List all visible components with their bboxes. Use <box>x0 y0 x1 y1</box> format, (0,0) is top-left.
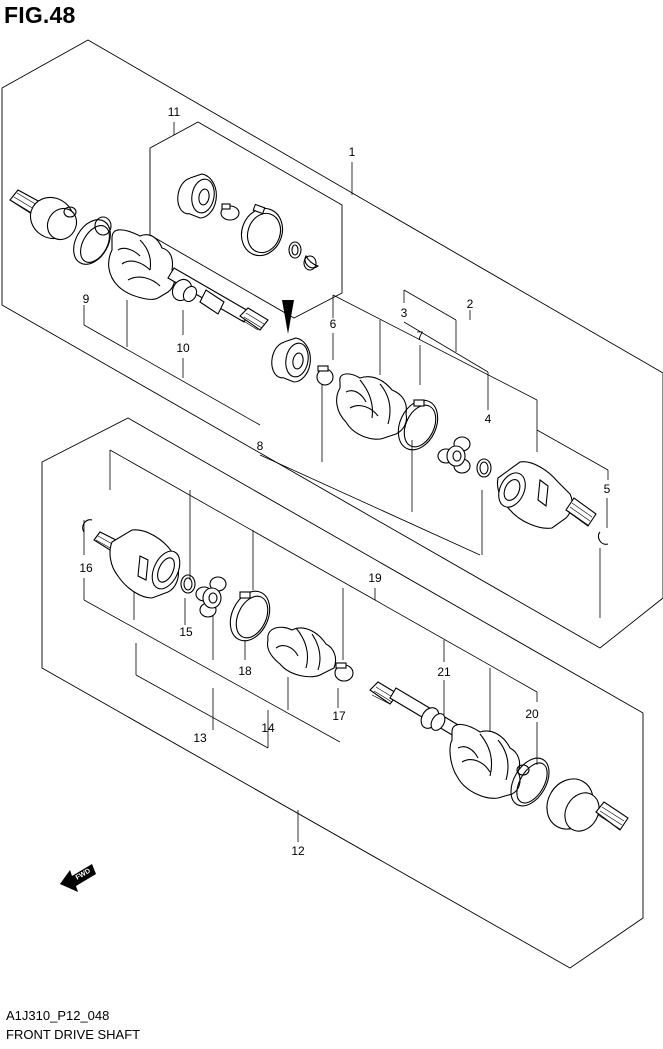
upper-assembly-frame <box>1 39 663 649</box>
figure-caption: FRONT DRIVE SHAFT <box>6 1027 141 1042</box>
callout-20: 20 <box>525 707 539 721</box>
drawing-code: A1J310_P12_048 <box>6 1008 110 1023</box>
kit-parts-11 <box>177 173 320 271</box>
lower-drive-shaft <box>369 681 629 832</box>
callout-3: 3 <box>401 306 408 320</box>
callout-1: 1 <box>349 145 356 159</box>
callout-7: 7 <box>417 329 424 343</box>
callout-6: 6 <box>330 317 337 331</box>
callout-12: 12 <box>291 844 305 858</box>
callout-9: 9 <box>83 292 90 306</box>
callout-8: 8 <box>257 439 264 453</box>
leader-lines <box>83 122 609 842</box>
callout-5: 5 <box>604 482 611 496</box>
callout-11: 11 <box>168 105 181 119</box>
callout-2: 2 <box>467 297 474 311</box>
lower-inner-joint-parts <box>82 519 354 682</box>
center-bearing <box>271 337 311 383</box>
callout-18: 18 <box>238 664 252 678</box>
upper-inner-joint-parts <box>316 365 609 545</box>
callout-10: 10 <box>176 341 190 355</box>
upper-drive-shaft <box>9 189 269 331</box>
figure-title: FIG.48 <box>4 2 76 28</box>
callout-16: 16 <box>79 561 93 575</box>
callout-13: 13 <box>193 731 207 745</box>
fwd-arrow-icon: FWD <box>60 864 96 892</box>
kit-arrow-icon <box>282 300 294 334</box>
callout-4: 4 <box>485 412 492 426</box>
callout-21: 21 <box>437 665 451 679</box>
callout-14: 14 <box>261 721 275 735</box>
lower-assembly-frame <box>41 417 644 969</box>
callout-19: 19 <box>368 571 382 585</box>
callout-17: 17 <box>332 709 346 723</box>
callout-15: 15 <box>179 625 193 639</box>
